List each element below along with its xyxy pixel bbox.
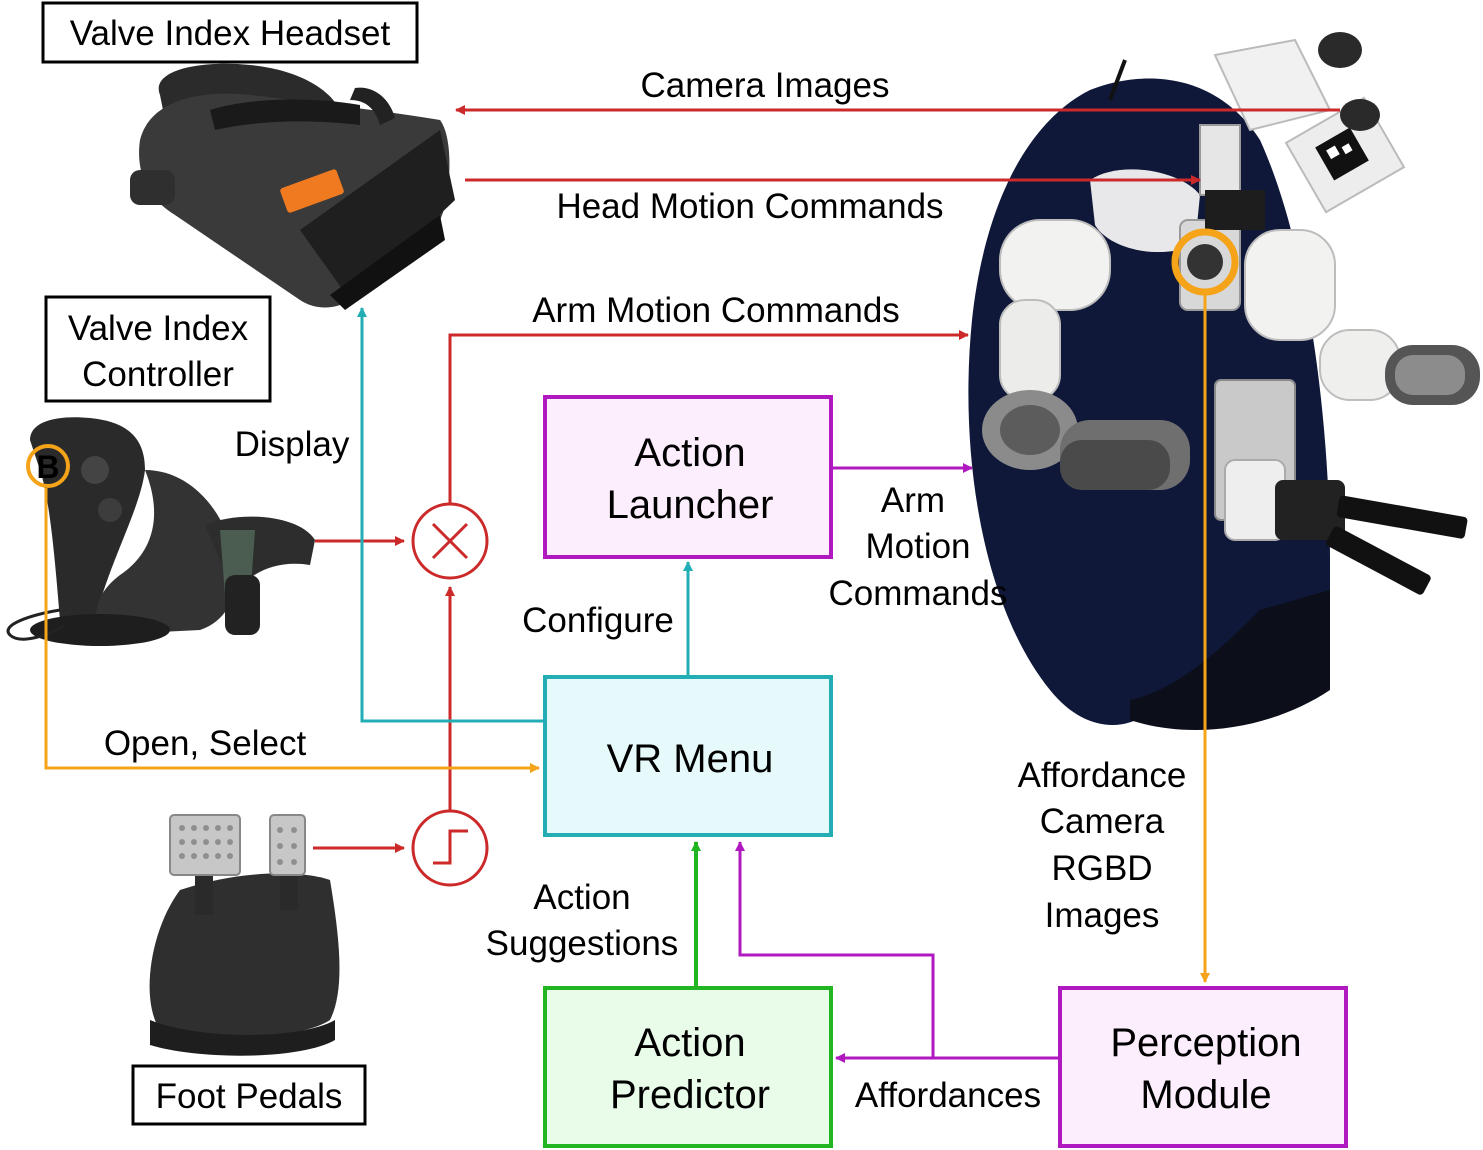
action-suggestions-line1: Action — [533, 878, 630, 917]
controller-label-line1: Valve Index — [68, 309, 249, 348]
action-suggestions-line2: Suggestions — [486, 924, 679, 963]
affordance-camera-line2: Camera — [1040, 802, 1165, 841]
affordances-label: Affordances — [855, 1076, 1041, 1115]
edge-arm-motion-top — [448, 330, 969, 520]
affordance-camera — [1187, 244, 1223, 280]
cloth — [1090, 169, 1200, 253]
affordance-camera-line3: RGBD — [1051, 849, 1152, 888]
robot-gripper — [1275, 480, 1468, 595]
edge-open-select — [44, 488, 540, 773]
affordance-camera-line4: Images — [1045, 896, 1160, 935]
vr-controller-image: B — [6, 417, 315, 646]
action-predictor-box: Action Predictor — [543, 986, 833, 1148]
arm-motion-side-line2: Motion — [865, 527, 970, 566]
arm-motion-top-label: Arm Motion Commands — [532, 291, 900, 330]
vr-menu-label: VR Menu — [607, 737, 774, 781]
open-select-label: Open, Select — [104, 724, 307, 763]
foot-pedals-label: Foot Pedals — [156, 1077, 343, 1116]
robot-head — [1108, 32, 1406, 230]
headset-label-box: Valve Index Headset — [41, 1, 419, 64]
step-function-icon — [411, 809, 489, 887]
action-launcher-line2: Launcher — [607, 483, 774, 527]
foot-pedals-image — [149, 814, 340, 1056]
vr-headset-image — [130, 63, 455, 310]
perception-module-line2: Module — [1140, 1073, 1271, 1117]
edge-display — [357, 307, 545, 723]
robot-photo — [968, 32, 1480, 730]
robot-left-arm — [982, 219, 1190, 490]
configure-label: Configure — [522, 601, 674, 640]
controller-label-line2: Controller — [82, 355, 234, 394]
b-button-highlight — [26, 444, 70, 488]
affordance-camera-line1: Affordance — [1018, 756, 1187, 795]
vr-menu-box: VR Menu — [543, 675, 833, 837]
headset-label: Valve Index Headset — [70, 14, 391, 53]
robot-right-arm — [1244, 229, 1480, 405]
action-predictor-line1: Action — [634, 1021, 745, 1065]
display-label: Display — [235, 425, 350, 464]
edge-affordances-to-menu — [735, 841, 935, 1058]
multiply-circle-icon — [411, 502, 489, 580]
head-motion-label: Head Motion Commands — [556, 187, 943, 226]
arm-motion-side-line3: Commands — [829, 574, 1008, 613]
b-button-label: B — [36, 449, 59, 485]
perception-module-line1: Perception — [1110, 1021, 1301, 1065]
foot-pedals-label-box: Foot Pedals — [131, 1064, 367, 1126]
controller-label-box: Valve Index Controller — [44, 295, 272, 403]
action-predictor-line2: Predictor — [610, 1073, 770, 1117]
arm-motion-side-line1: Arm — [881, 481, 945, 520]
action-launcher-box: Action Launcher — [543, 395, 833, 559]
action-launcher-line1: Action — [634, 431, 745, 475]
robot-backdrop-base — [1130, 590, 1330, 730]
camera-images-label: Camera Images — [641, 66, 890, 105]
perception-module-box: Perception Module — [1058, 986, 1348, 1148]
